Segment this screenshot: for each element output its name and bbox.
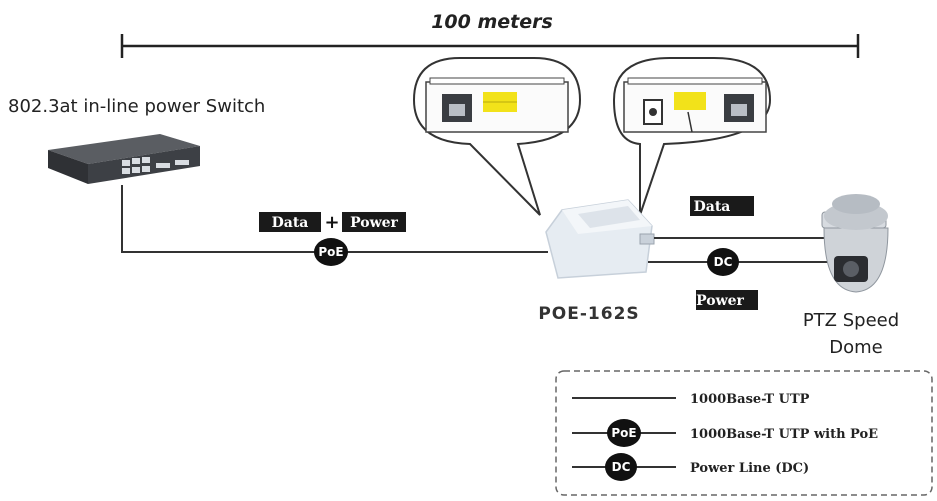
legend-box [555,370,933,496]
legend-text-poe: 1000Base-T UTP with PoE [690,427,878,442]
legend-text-utp: 1000Base-T UTP [690,392,810,407]
legend-poe-badge [607,419,641,447]
dc-badge-text: DC [714,255,733,269]
legend-item-utp: 1000Base-T UTP [572,392,810,407]
cable-poe-line [121,185,548,253]
device-label: POE-162S [538,304,639,324]
switch-image [48,134,200,184]
data-label-box-right [690,196,754,216]
device-port-view-right [623,77,767,133]
power-label-box-right [696,290,758,310]
camera-lens-icon [843,261,859,277]
poe-162s-device: POE-162S [538,199,655,324]
device-port-view-left [425,77,569,133]
callout-left [412,57,582,216]
legend-item-poe: PoE 1000Base-T UTP with PoE [572,419,878,447]
plus-sign: + [324,212,339,233]
distance-indicator: 100 meters [120,11,860,58]
data-label-box-left [259,212,321,232]
data-label-right: Data [694,199,731,215]
callout-right [612,57,772,216]
legend-dc-badge [605,453,637,481]
camera-label-line1: PTZ Speed [803,310,899,331]
power-label-left: Power [350,215,398,231]
legend: 1000Base-T UTP PoE 1000Base-T UTP with P… [555,370,933,496]
data-label-right-group: Data [690,196,754,216]
power-label-right-group: Power [696,290,758,310]
data-label-left: Data [272,215,309,231]
switch-label: 802.3at in-line power Switch [8,96,265,117]
ptz-camera: PTZ Speed Dome [803,194,899,358]
legend-poe-badge-text: PoE [611,426,636,440]
poe-badge: PoE [314,238,348,266]
data-power-label: Data + Power [259,212,406,233]
yellow-label-right [674,92,706,110]
camera-label-line2: Dome [829,337,882,358]
switch: 802.3at in-line power Switch [8,96,265,184]
power-label-box-left [342,212,406,232]
dc-badge: DC [707,248,739,276]
legend-text-dc: Power Line (DC) [690,461,809,476]
legend-item-dc: DC Power Line (DC) [572,453,809,481]
poe-badge-text: PoE [318,245,343,259]
distance-label: 100 meters [431,11,553,33]
legend-dc-badge-text: DC [612,460,631,474]
power-label-right: Power [696,293,744,309]
